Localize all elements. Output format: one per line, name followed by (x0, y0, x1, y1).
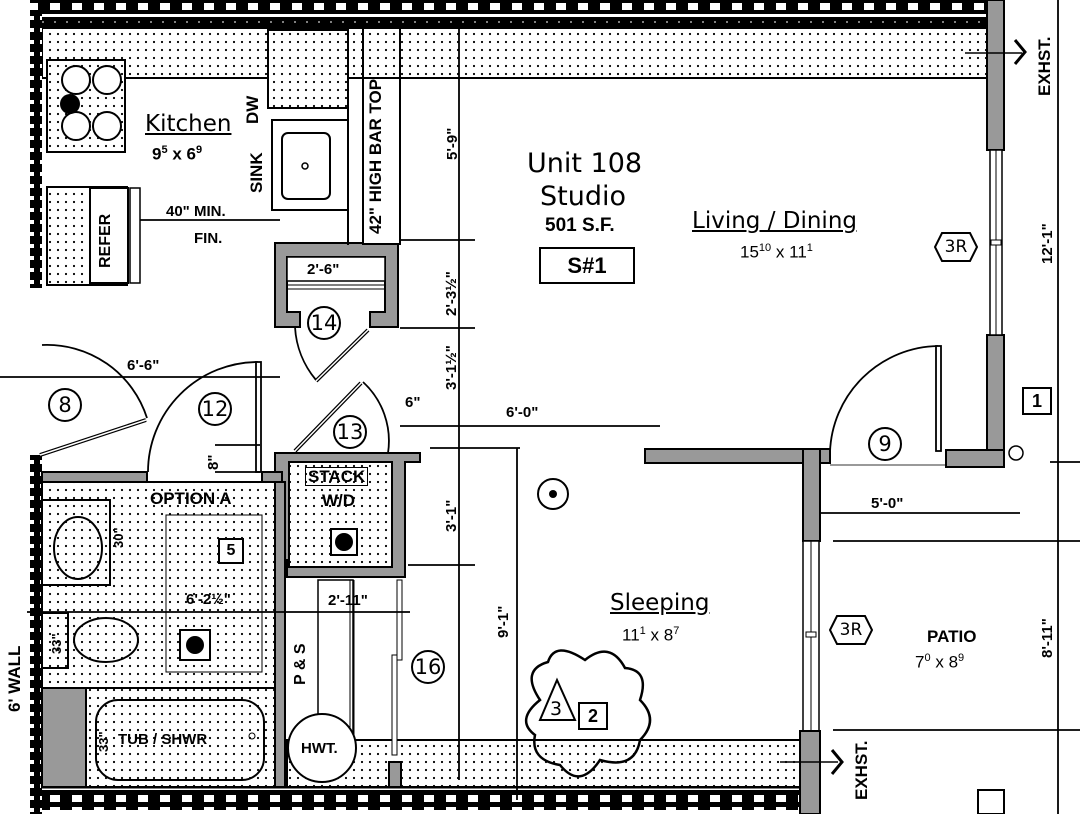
revision-number: 3 (550, 698, 563, 720)
dim-3-1: 3'-1" (443, 499, 460, 532)
exhaust-label-bottom: EXHST. (852, 740, 871, 800)
revision-cloud (525, 649, 652, 778)
dim-2-3-half: 2'-3½" (443, 271, 460, 316)
window-tag-3r-sleeping: 3R (829, 615, 873, 645)
room-label-sleeping: Sleeping (610, 590, 710, 616)
dim-5-0: 5'-0" (871, 495, 904, 512)
pantry-label: P & S (292, 643, 309, 686)
lav-height-label: 30" (111, 527, 126, 548)
dim-12-1: 12'-1" (1039, 223, 1056, 264)
unit-title: Unit 108 (527, 148, 643, 179)
dim-6-0: 6'-0" (506, 404, 539, 421)
tub-shower-label: TUB / SHWR (118, 731, 208, 748)
bar-top-label: 42" HIGH BAR TOP (366, 78, 385, 234)
room-dims-patio: 70 x 89 (915, 652, 965, 672)
stack-wd-label-top: STACK (305, 467, 369, 486)
dim-closet-width: 2'-6" (307, 261, 340, 278)
doors (39, 326, 945, 473)
room-label-kitchen: Kitchen (145, 111, 232, 137)
dim-8-11: 8'-11" (1039, 618, 1056, 658)
room-label-living-dining: Living / Dining (692, 208, 857, 234)
dim-kitchen-clear: 40" MIN. (166, 203, 226, 220)
keynote-1: 1 (1022, 387, 1052, 415)
bathroom-floor (41, 481, 358, 788)
dim-8-inch: 8" (205, 454, 222, 470)
door-tag-9: 9 (868, 427, 902, 461)
window-tag-3r-living: 3R (934, 232, 978, 262)
dim-9-1: 9'-1" (495, 605, 512, 638)
room-label-patio: PATIO (927, 627, 977, 646)
scheme-tag: S#1 (539, 247, 635, 284)
dim-6-6: 6'-6" (127, 357, 160, 374)
dim-6-inch: 6" (405, 394, 421, 411)
door-tag-14: 14 (307, 306, 341, 340)
kitchen-counters (46, 27, 401, 286)
door-tag-13: 13 (333, 415, 367, 449)
exhaust-arrow-icon (830, 749, 844, 775)
hexagon-icon (934, 232, 978, 262)
unit-area: 501 S.F. (545, 215, 615, 236)
door-tag-8: 8 (48, 388, 82, 422)
bath-option-label: OPTION A (150, 489, 232, 508)
dim-2-11: 2'-11" (328, 592, 368, 609)
keynote-5: 5 (218, 538, 244, 564)
dim-5-9: 5'-9" (444, 127, 461, 160)
wall-note-label: 6' WALL (5, 645, 24, 712)
pantry-shelving (287, 579, 403, 788)
dim-3-1-half: 3'-1½" (443, 345, 460, 390)
room-dims-sleeping: 111 x 87 (622, 625, 680, 645)
sink-label: SINK (247, 152, 266, 193)
tub-height-label: 33" (96, 731, 111, 752)
exterior-wall-right (945, 0, 1024, 468)
wc-clear-label: 33" (49, 633, 64, 654)
hexagon-icon (829, 615, 873, 645)
room-dims-kitchen: 95 x 69 (152, 144, 203, 164)
unit-type: Studio (540, 181, 626, 212)
exhaust-arrow-icon (1013, 39, 1027, 65)
keynote-2: 2 (578, 702, 608, 730)
ceiling-light-icon (537, 478, 569, 510)
dim-6-2-half: 6'-2½" (186, 591, 231, 608)
door-tag-16: 16 (411, 650, 445, 684)
exterior-wall-top (30, 0, 1000, 79)
dishwasher-label: DW (243, 95, 262, 124)
water-heater-label: HWT. (301, 740, 338, 757)
door-tag-12: 12 (198, 392, 232, 426)
exterior-wall-bottom (42, 739, 808, 810)
room-dims-living: 1510 x 111 (740, 242, 813, 262)
revision-triangle (538, 677, 577, 721)
exterior-wall-left (30, 14, 42, 814)
exhaust-label-top: EXHST. (1035, 36, 1054, 96)
dim-kitchen-clear-sub: FIN. (194, 230, 223, 247)
refrigerator-label: REFER (97, 213, 114, 268)
stack-wd-label-bottom: W/D (322, 491, 356, 510)
interior-walls (41, 242, 831, 814)
